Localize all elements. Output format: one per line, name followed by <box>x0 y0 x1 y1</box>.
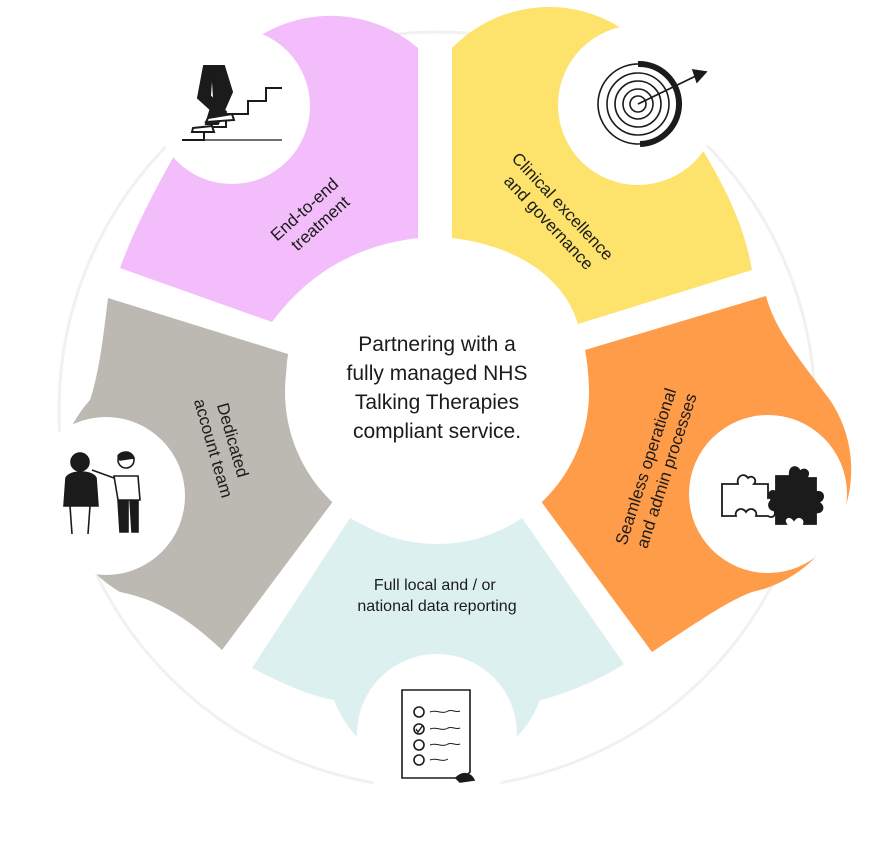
two-people-icon <box>63 451 141 535</box>
puzzle-pieces-icon <box>721 466 824 525</box>
reporting-label-line-2: national data reporting <box>357 598 516 615</box>
end-to-end-icon-disc <box>154 28 310 184</box>
center-line-4: compliant service. <box>352 420 522 443</box>
checklist-document-icon <box>401 689 476 783</box>
center-line-3: Talking Therapies <box>354 391 520 414</box>
svg-text:Full local and / or nati: Full local and / or national data report… <box>357 577 516 615</box>
center-statement: Partnering with a fully managed NHS Talk… <box>318 330 556 446</box>
center-line-1: Partnering with a <box>358 333 516 356</box>
target-dartboard-icon <box>597 60 708 147</box>
reporting-label-line-1: Full local and / or <box>374 577 497 594</box>
account-icon-disc <box>27 417 185 575</box>
center-circle <box>285 240 589 544</box>
stairs-climbing-icon <box>182 65 282 141</box>
center-line-2: fully managed NHS <box>346 362 528 385</box>
segment-reporting-wedge <box>252 518 624 772</box>
segment-seamless: Seamless operational and admin processes <box>540 296 852 652</box>
clinical-icon-disc <box>558 25 718 185</box>
segment-reporting: Full local and / or national data report… <box>252 518 624 814</box>
segment-end-to-end: End-to-end treatment <box>120 15 418 323</box>
segment-account: Dedicated account team <box>27 298 335 650</box>
segment-clinical: Clinical excellence and governance <box>452 7 752 324</box>
